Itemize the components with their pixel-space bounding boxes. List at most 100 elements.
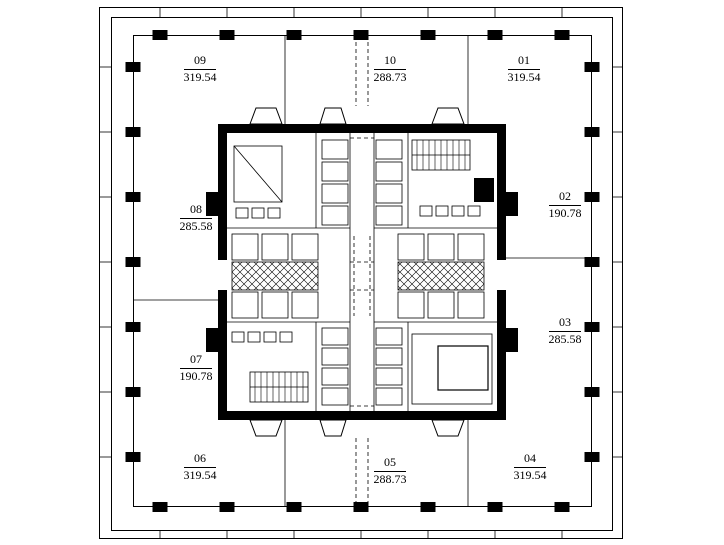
elevator-cell [375, 205, 403, 226]
vent-louver [249, 419, 283, 437]
dashed-opening-lines [350, 35, 374, 507]
mechanical-room [411, 333, 493, 405]
unit-area: 285.58 [548, 331, 582, 346]
column [584, 192, 600, 202]
elevator-cell [321, 387, 349, 406]
vent-louver [319, 107, 347, 125]
core-wall-tab [206, 328, 218, 352]
column [125, 257, 141, 267]
column [584, 127, 600, 137]
column [125, 62, 141, 72]
stair-north [411, 139, 471, 171]
fixture [263, 331, 277, 343]
fixture [231, 331, 245, 343]
unit-label-04: 04 319.54 [498, 451, 562, 483]
fixture [279, 331, 293, 343]
fixture [467, 205, 481, 217]
stair-treads [411, 139, 471, 171]
elevator-cell [375, 139, 403, 160]
hatched-area [397, 261, 485, 291]
unit-area: 319.54 [183, 69, 217, 84]
unit-label-05: 05 288.73 [358, 455, 422, 487]
column [219, 30, 235, 40]
column [584, 257, 600, 267]
fixture [435, 205, 449, 217]
unit-number: 09 [184, 53, 216, 70]
core-wall-tab [506, 192, 518, 216]
unit-number: 07 [180, 352, 212, 369]
partition-line [233, 145, 283, 203]
frame-tick-marks [99, 7, 623, 538]
unit-label-09: 09 319.54 [168, 53, 232, 85]
restroom-fixtures [231, 205, 481, 343]
unit-number: 02 [549, 189, 581, 206]
vent-louver [319, 419, 347, 437]
column [584, 322, 600, 332]
column [584, 452, 600, 462]
elevator-cell [321, 205, 349, 226]
column [219, 502, 235, 512]
unit-label-02: 02 190.78 [533, 189, 597, 221]
vent-louvers [249, 107, 465, 437]
column [487, 502, 503, 512]
column [554, 30, 570, 40]
fixture [251, 207, 265, 219]
fixture [451, 205, 465, 217]
unit-area: 285.58 [179, 218, 213, 233]
elevator-cell [291, 233, 319, 261]
elevator-cell [375, 387, 403, 406]
elevator-cell [375, 367, 403, 386]
unit-area: 319.54 [183, 467, 217, 482]
shaft [474, 178, 494, 202]
elevator-cell [375, 183, 403, 204]
column [125, 452, 141, 462]
elevator-cell [375, 327, 403, 346]
elevator-cell [231, 233, 259, 261]
core-rooms [233, 145, 494, 405]
core-wall-tab [506, 328, 518, 352]
fixture [267, 207, 281, 219]
column [420, 30, 436, 40]
column [353, 30, 369, 40]
frame-inner-border [111, 17, 613, 531]
unit-division-lines [133, 35, 592, 507]
stair-south [249, 371, 309, 403]
elevator-cell [457, 291, 485, 319]
elevator-cell [457, 233, 485, 261]
equipment-unit [437, 345, 489, 391]
elevator-cell [427, 233, 455, 261]
elevator-cell [321, 139, 349, 160]
unit-area: 288.73 [373, 69, 407, 84]
unit-number: 08 [180, 202, 212, 219]
elevator-cell [231, 291, 259, 319]
column [584, 387, 600, 397]
elevator-cell [375, 161, 403, 182]
unit-area: 288.73 [373, 471, 407, 486]
unit-label-03: 03 285.58 [533, 315, 597, 347]
column [286, 30, 302, 40]
core-wall-tab [206, 192, 218, 216]
unit-number: 03 [549, 315, 581, 332]
unit-label-07: 07 190.78 [164, 352, 228, 384]
fixture [235, 207, 249, 219]
elevator-cell [397, 291, 425, 319]
unit-number: 05 [374, 455, 406, 472]
unit-label-08: 08 285.58 [164, 202, 228, 234]
stair-treads [249, 371, 309, 403]
elevator-cells [231, 139, 485, 406]
vent-louver [431, 419, 465, 437]
unit-number: 01 [508, 53, 540, 70]
elevator-cell [291, 291, 319, 319]
perimeter-columns [125, 30, 600, 512]
column [125, 192, 141, 202]
column [152, 30, 168, 40]
column [125, 322, 141, 332]
column [487, 30, 503, 40]
column [420, 502, 436, 512]
vent-louver [431, 107, 465, 125]
elevator-cell [261, 291, 289, 319]
equipment-room [233, 145, 283, 203]
unit-area: 190.78 [548, 205, 582, 220]
elevator-cell [321, 367, 349, 386]
